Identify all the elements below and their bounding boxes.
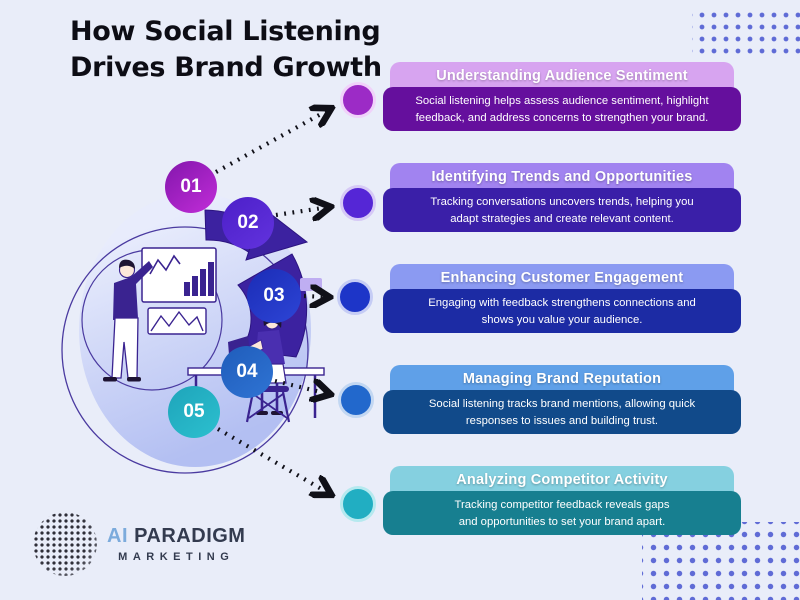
body-line-2: shows you value your audience. xyxy=(481,314,643,326)
area-chart-panel xyxy=(147,307,207,335)
step-number: 02 xyxy=(237,212,259,233)
title-line-1: How Social Listening xyxy=(70,16,381,47)
step-card-body: Social listening tracks brand mentions, … xyxy=(383,390,741,434)
connector-dot-3 xyxy=(337,279,373,315)
step-card-2: Identifying Trends and Opportunities Tra… xyxy=(383,163,741,232)
body-line-1: Social listening helps assess audience s… xyxy=(415,95,709,108)
step-badge-02: 02 xyxy=(222,197,274,249)
connector-dot-4 xyxy=(338,382,374,418)
brand-logo: AI PARADIGM MARKETING xyxy=(33,512,245,576)
title-line-2: Drives Brand Growth xyxy=(70,51,382,83)
body-line-2: and opportunities to set your brand apar… xyxy=(458,516,666,528)
step-number: 04 xyxy=(236,361,258,382)
step-card-heading: Managing Brand Reputation xyxy=(390,365,734,392)
logo-tagline: MARKETING xyxy=(118,551,235,563)
step-badge-01: 01 xyxy=(165,161,217,213)
step-card-body: Tracking competitor feedback reveals gap… xyxy=(383,491,741,535)
step-number: 03 xyxy=(263,285,285,306)
connector-dot-5 xyxy=(340,486,376,522)
man-torso xyxy=(113,261,153,320)
halftone-globe-icon xyxy=(33,512,97,576)
outer-outline-circle xyxy=(61,226,309,474)
step-card-4: Managing Brand Reputation Social listeni… xyxy=(383,365,741,434)
board-line-chart xyxy=(149,254,181,275)
body-line-2: responses to issues and building trust. xyxy=(465,415,659,427)
step-card-heading: Identifying Trends and Opportunities xyxy=(390,163,734,190)
step-badge-03: 03 xyxy=(247,269,301,323)
step-card-5: Analyzing Competitor Activity Tracking c… xyxy=(383,466,741,535)
step-number: 01 xyxy=(180,176,202,197)
step-card-1: Understanding Audience Sentiment Social … xyxy=(383,62,741,131)
step-number: 05 xyxy=(183,401,205,422)
page-title: How Social Listening Drives Brand Growth xyxy=(70,14,382,85)
body-line-1: Social listening tracks brand mentions, … xyxy=(428,398,696,411)
dot-grid-bottom-right xyxy=(642,522,800,600)
step-card-heading: Analyzing Competitor Activity xyxy=(390,466,734,493)
logo-brand-secondary: PARADIGM xyxy=(134,525,246,547)
body-line-1: Tracking competitor feedback reveals gap… xyxy=(454,499,670,512)
step-card-heading: Enhancing Customer Engagement xyxy=(390,264,734,291)
logo-text: AI PARADIGM MARKETING xyxy=(107,525,245,563)
step-badge-04: 04 xyxy=(221,346,273,398)
dot-grid-top-right xyxy=(692,6,800,58)
connector-dot-1 xyxy=(340,82,376,118)
step-badge-05: 05 xyxy=(168,386,220,438)
connector-dot-2 xyxy=(340,185,376,221)
body-line-1: Engaging with feedback strengthens conne… xyxy=(428,297,696,310)
step-card-body: Engaging with feedback strengthens conne… xyxy=(383,289,741,333)
step-card-body: Tracking conversations uncovers trends, … xyxy=(383,188,741,232)
body-line-2: adapt strategies and create relevant con… xyxy=(450,213,674,225)
step-card-3: Enhancing Customer Engagement Engaging w… xyxy=(383,264,741,333)
step-card-heading: Understanding Audience Sentiment xyxy=(390,62,734,89)
logo-brand-primary: AI xyxy=(107,525,128,547)
man-hair xyxy=(119,259,135,269)
body-line-2: feedback, and address concerns to streng… xyxy=(415,112,709,124)
body-line-1: Tracking conversations uncovers trends, … xyxy=(430,196,694,209)
step-card-body: Social listening helps assess audience s… xyxy=(383,87,741,131)
floating-tile xyxy=(300,278,322,291)
